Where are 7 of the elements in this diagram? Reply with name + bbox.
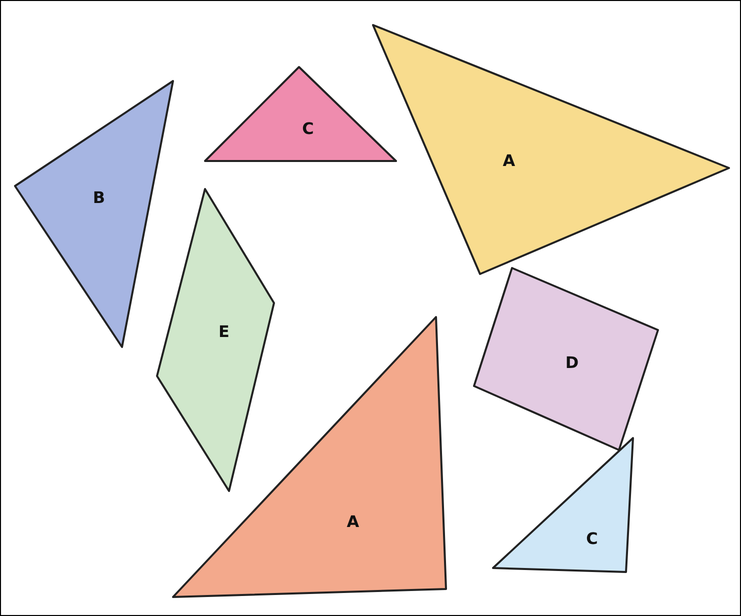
shape-letter: D xyxy=(565,355,579,371)
shape-letter: C xyxy=(586,531,598,547)
shape-letter: A xyxy=(346,514,360,530)
shape-letter: B xyxy=(92,190,106,206)
shape-letter: A xyxy=(502,153,516,169)
shape-letter: E xyxy=(218,324,230,340)
shape-letter: C xyxy=(302,121,314,137)
